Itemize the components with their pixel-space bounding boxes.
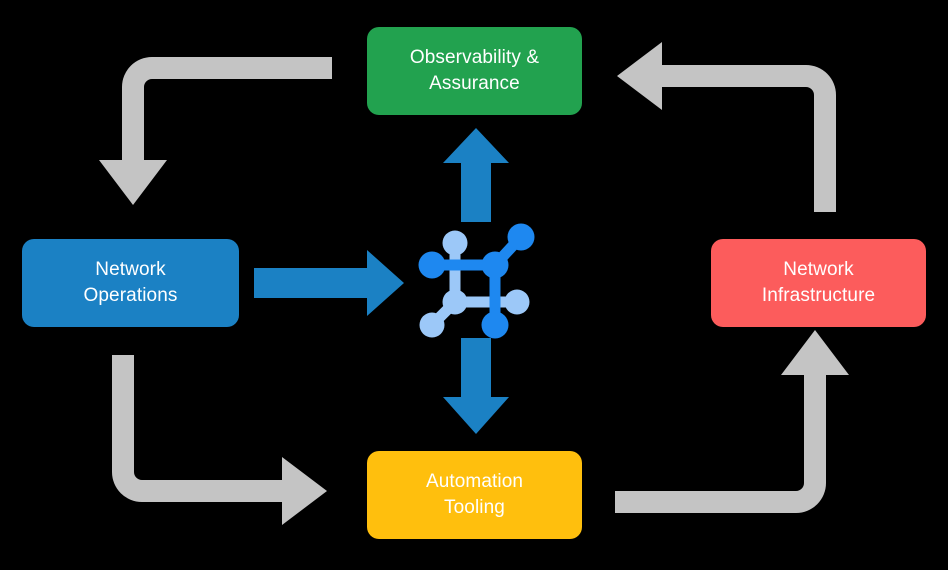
- node-network-operations[interactable]: Network Operations: [22, 239, 239, 327]
- arrow-automation-to-netinfra: [615, 330, 849, 513]
- node-network-operations-label: Network Operations: [83, 259, 178, 306]
- node-network-infrastructure-label: Network Infrastructure: [761, 259, 876, 306]
- network-icon-links: [426, 232, 526, 331]
- node-automation-tooling[interactable]: Automation Tooling: [367, 451, 582, 539]
- node-observability-and-assurance[interactable]: Observability & Assurance: [367, 27, 582, 115]
- node-automation-tooling-label: Automation Tooling: [425, 471, 524, 518]
- arrow-netops-to-center: [254, 250, 404, 316]
- arrow-netops-to-automation: [112, 355, 327, 525]
- node-network-infrastructure[interactable]: Network Infrastructure: [711, 239, 926, 327]
- node-observability-label: Observability & Assurance: [409, 47, 540, 94]
- arrow-center-to-automation: [443, 338, 509, 434]
- arrow-observability-to-netops: [99, 57, 332, 205]
- arrow-netinfra-to-observability: [617, 42, 836, 212]
- network-icon-nodes: [418, 223, 535, 339]
- arrow-center-to-observability: [443, 128, 509, 222]
